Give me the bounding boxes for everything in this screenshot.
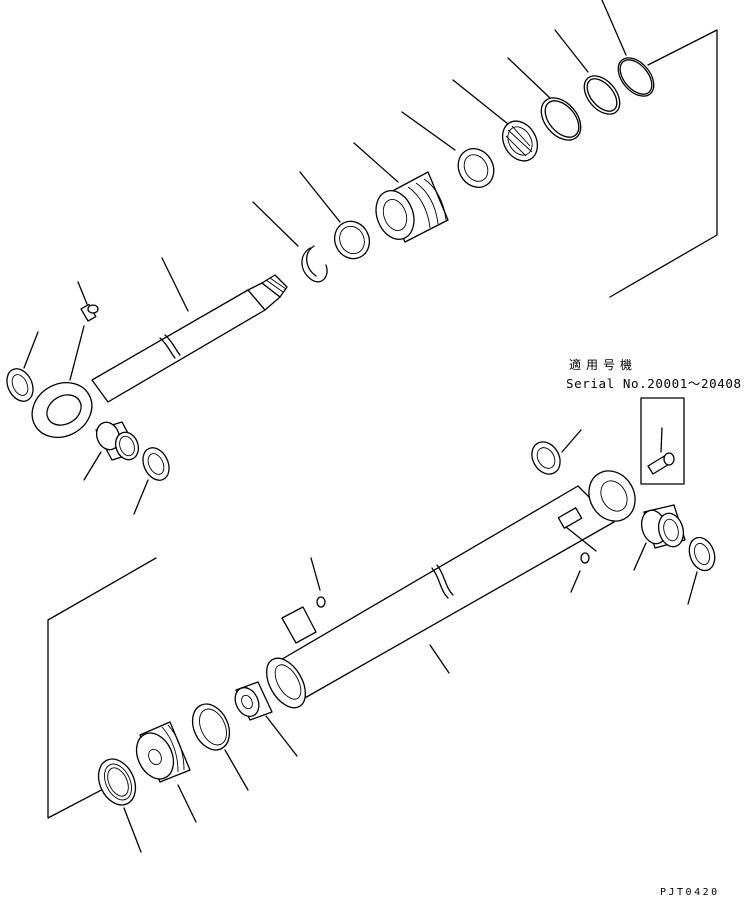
- rod-packing: [501, 120, 539, 162]
- nut: [234, 681, 273, 721]
- dust-seal-rod-left: [6, 368, 34, 402]
- leader-lines-lower: [123, 429, 698, 853]
- group-bracket-lower: [47, 557, 157, 819]
- plug-bottom: [580, 552, 590, 564]
- dust-seal-bottom-right: [688, 536, 716, 572]
- o-ring-head: [583, 75, 621, 115]
- dust-seal-bottom-upper: [531, 441, 561, 475]
- backup-ring: [540, 97, 582, 141]
- piston-rod: [31, 274, 288, 438]
- cylinder-tube: [266, 470, 636, 709]
- applicability-heading: 適用号機: [569, 358, 638, 372]
- dust-seal-rod-right: [142, 447, 170, 481]
- drawing-code: PJT0420: [660, 887, 720, 898]
- snap-ring: [301, 245, 328, 283]
- bushing-rod: [95, 421, 140, 461]
- piston-seal: [97, 758, 137, 806]
- cylinder-head: [375, 171, 449, 243]
- plug-tube: [316, 596, 326, 608]
- grease-fitting-rod: [69, 303, 99, 381]
- leader-lines-upper: [23, 0, 627, 515]
- bushing-bottom: [640, 504, 686, 549]
- piston: [135, 721, 191, 783]
- o-ring-outer: [617, 57, 655, 97]
- serial-number-range: Serial No.20001～20408: [566, 376, 742, 391]
- wear-ring: [191, 703, 231, 751]
- group-bracket-upper: [609, 29, 718, 298]
- bushing-head: [457, 148, 495, 188]
- grease-fitting-inset: [640, 397, 685, 485]
- seal-ring-1: [333, 220, 371, 260]
